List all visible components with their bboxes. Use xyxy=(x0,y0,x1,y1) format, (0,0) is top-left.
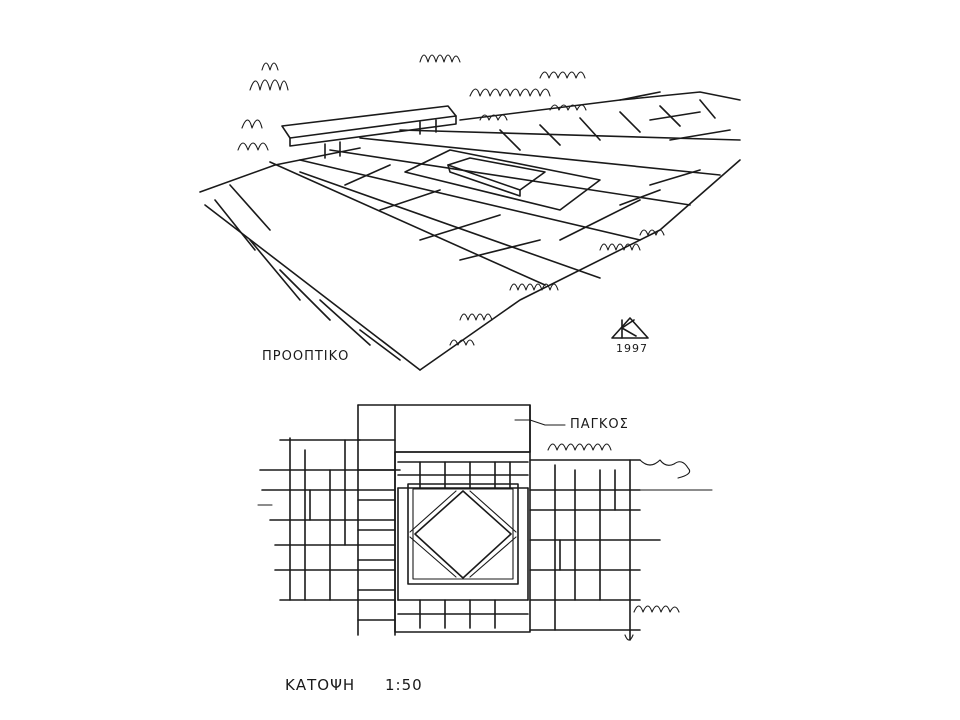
foreground-grass xyxy=(449,229,665,346)
artist-monogram xyxy=(611,317,649,339)
background-shrubs xyxy=(237,54,587,151)
signature-year: 1997 xyxy=(616,342,648,355)
perspective-label: ΠΡΟΟΠΤΙΚΟ xyxy=(262,349,349,364)
plan-drawing: ΠΑΓΚΟΣ ΚΑΤΟΨΗ 1:50 xyxy=(257,404,713,694)
plan-title: ΚΑΤΟΨΗ xyxy=(285,676,355,694)
plan-bench xyxy=(357,404,531,453)
bench-leader-line xyxy=(514,419,566,426)
bench xyxy=(281,105,457,159)
paving-perspective xyxy=(199,91,741,371)
plan-grass xyxy=(257,443,713,641)
plan-paving-grid xyxy=(259,404,661,641)
bench-label: ΠΑΓΚΟΣ xyxy=(570,417,629,432)
plan-center-field xyxy=(394,451,531,633)
plan-scale: 1:50 xyxy=(385,676,423,694)
plan-diamond-recess xyxy=(407,483,519,585)
perspective-sketch: 1997 ΠΡΟΟΠΤΙΚΟ xyxy=(199,54,741,371)
